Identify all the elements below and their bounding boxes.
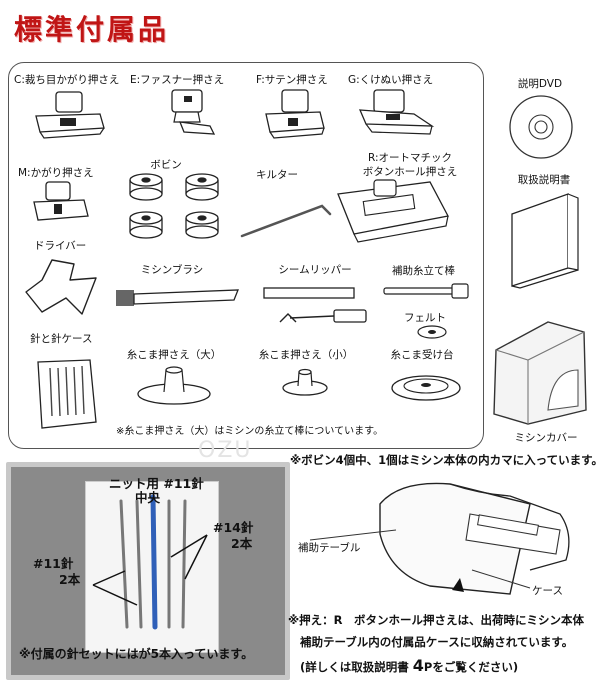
foot-c-label: C:裁ち目かがり押さえ xyxy=(14,74,120,86)
foot-e-image xyxy=(171,89,216,135)
r-note-line3-b: Pをご覧ください) xyxy=(423,660,519,674)
table-label: 補助テーブル xyxy=(298,542,361,554)
machine-cover-image xyxy=(493,321,587,425)
foot-m-image xyxy=(33,181,89,221)
spool-pin-label: 補助糸立て棒 xyxy=(392,265,455,277)
accessory-table-image xyxy=(379,482,570,595)
knit-needle-label-line1: ニット用 #11針 xyxy=(109,476,204,491)
foot-r-label-line1: R:オートマチック xyxy=(367,152,452,164)
r-note-line3: (詳しくは取扱説明書 4Pをご覧ください) xyxy=(300,656,518,675)
needle-set-photo: ニット用 #11針 中央 #14針 2本 #11針 2本 ※付属の針セットにはが… xyxy=(6,462,290,680)
needle-14-label-line1: #14針 xyxy=(213,520,254,535)
brush-image xyxy=(116,289,239,306)
table-pointer xyxy=(309,529,397,541)
needle-case-image xyxy=(37,359,97,429)
foot-r-label-line2: ボタンホール押さえ xyxy=(362,166,458,178)
bobbin-image xyxy=(129,173,219,239)
dvd-image xyxy=(509,95,573,159)
screwdriver-image xyxy=(25,259,97,315)
needle-case-label: 針と針ケース xyxy=(30,333,93,345)
foot-r-image xyxy=(337,179,449,243)
r-note-line1: ※押え：R ボタンホール押さえは、出荷時にミシン本体 xyxy=(288,613,585,627)
needle-photo-caption: ※付属の針セットにはが5本入っています。 xyxy=(19,647,254,661)
case-label: ケース xyxy=(532,585,563,597)
spool-cap-large-label: 糸こま押さえ（大） xyxy=(126,349,222,361)
spool-stand-image xyxy=(391,375,461,401)
case-pointer xyxy=(471,569,531,589)
needle-11-label-line2: 2本 xyxy=(59,572,81,587)
spool-cap-small-image xyxy=(282,368,328,396)
brush-label: ミシンブラシ xyxy=(140,264,204,276)
page-title: 標準付属品 xyxy=(14,13,170,46)
r-note-line2: 補助テーブル内の付属品ケースに収納されています。 xyxy=(300,635,574,649)
needle-14-label-line2: 2本 xyxy=(231,536,253,551)
dvd-label: 説明DVD xyxy=(517,78,563,90)
r-note-line3-a: (詳しくは取扱説明書 xyxy=(300,660,413,674)
seam-ripper-label: シームリッパー xyxy=(278,264,352,276)
needle-11-label-line1: #11針 xyxy=(33,556,74,571)
spool-pin-image xyxy=(383,283,469,299)
foot-f-image xyxy=(265,89,325,139)
foot-m-label: M:かがり押さえ xyxy=(18,167,94,179)
foot-g-image xyxy=(358,89,435,135)
foot-g-label: G:くけぬい押さえ xyxy=(348,74,434,86)
quilter-label: キルター xyxy=(256,169,298,181)
spool-stand-label: 糸こま受け台 xyxy=(390,349,454,361)
manual-label: 取扱説明書 xyxy=(517,174,571,186)
bobbin-note: ※ボビン4個中、1個はミシン本体の内カマに入っています。 xyxy=(290,453,600,467)
felt-label: フェルト xyxy=(404,312,446,324)
screwdriver-label: ドライバー xyxy=(34,240,87,252)
needles-image xyxy=(92,494,208,630)
foot-f-label: F:サテン押さえ xyxy=(256,74,328,86)
knit-needle-label-line2: 中央 xyxy=(135,490,161,505)
r-note-page-number: 4 xyxy=(412,656,424,675)
cover-label: ミシンカバー xyxy=(514,432,578,444)
felt-image xyxy=(417,325,447,339)
spool-cap-large-image xyxy=(137,366,211,405)
foot-e-label: E:ファスナー押さえ xyxy=(130,74,225,86)
panel-note: ※糸こま押さえ（大）はミシンの糸立て棒についています。 xyxy=(116,426,384,437)
watermark: OZU xyxy=(198,438,253,463)
quilter-image xyxy=(240,204,332,238)
bobbin-label: ボビン xyxy=(150,159,182,171)
spool-cap-small-label: 糸こま押さえ（小） xyxy=(258,349,354,361)
foot-c-image xyxy=(35,91,105,139)
seam-ripper-image xyxy=(263,287,367,323)
manual-image xyxy=(511,193,579,289)
accessories-panel xyxy=(8,62,484,449)
